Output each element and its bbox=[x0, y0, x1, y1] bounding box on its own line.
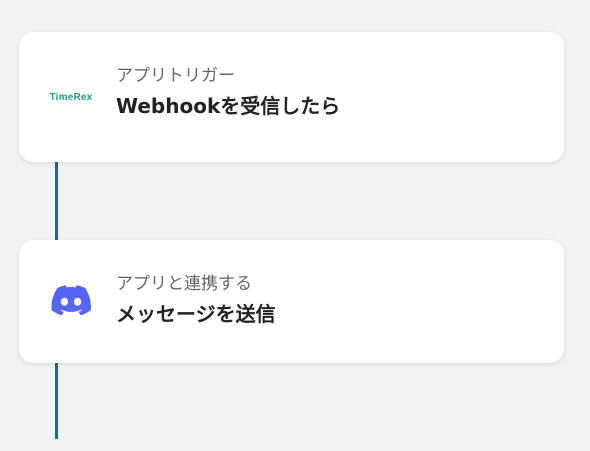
discord-icon bbox=[41, 284, 101, 318]
flow-connector-line bbox=[55, 360, 58, 439]
timerex-logo-text: TimeRex bbox=[49, 91, 93, 103]
flow-step-card-trigger[interactable]: TimeRex アプリトリガー Webhookを受信したら bbox=[19, 32, 564, 162]
flow-step-card-action[interactable]: アプリと連携する メッセージを送信 bbox=[19, 240, 564, 363]
flow-connector-line bbox=[55, 160, 58, 242]
step-subtitle: アプリと連携する bbox=[116, 274, 252, 294]
step-title: メッセージを送信 bbox=[116, 302, 276, 326]
step-subtitle: アプリトリガー bbox=[116, 66, 235, 86]
step-title: Webhookを受信したら bbox=[116, 94, 341, 118]
timerex-logo-icon: TimeRex bbox=[41, 84, 101, 110]
